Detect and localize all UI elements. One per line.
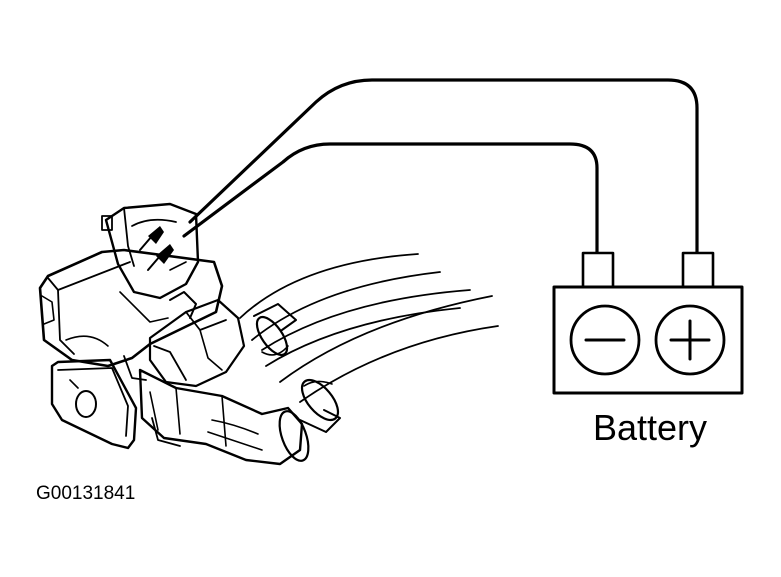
figure-id: G00131841	[36, 483, 135, 504]
positive-terminal-icon	[654, 304, 726, 376]
retaining-clip	[169, 291, 197, 319]
battery-label: Battery	[593, 407, 707, 448]
jumper-wire-positive	[188, 78, 699, 254]
vacuum-port-lower	[138, 368, 310, 466]
positive-terminal-post	[681, 251, 715, 289]
connector-terminal-1	[148, 226, 164, 244]
battery	[552, 251, 744, 395]
jumper-wire-negative	[182, 142, 599, 254]
vacuum-hoses	[239, 253, 499, 403]
battery-case	[552, 285, 744, 395]
solenoid-housing	[38, 248, 224, 368]
hose-clamp-upper	[253, 303, 297, 357]
connector-terminal-2	[156, 244, 174, 264]
vacuum-port-upper	[148, 298, 246, 388]
vacuum-solenoid-valve	[38, 202, 310, 466]
bracket-bolt-hole	[75, 390, 97, 418]
mounting-bracket	[50, 358, 138, 450]
negative-terminal-post	[581, 251, 615, 289]
hose-clamp-lower	[299, 378, 341, 433]
negative-terminal-icon	[569, 304, 641, 376]
electrical-connector	[101, 202, 200, 300]
